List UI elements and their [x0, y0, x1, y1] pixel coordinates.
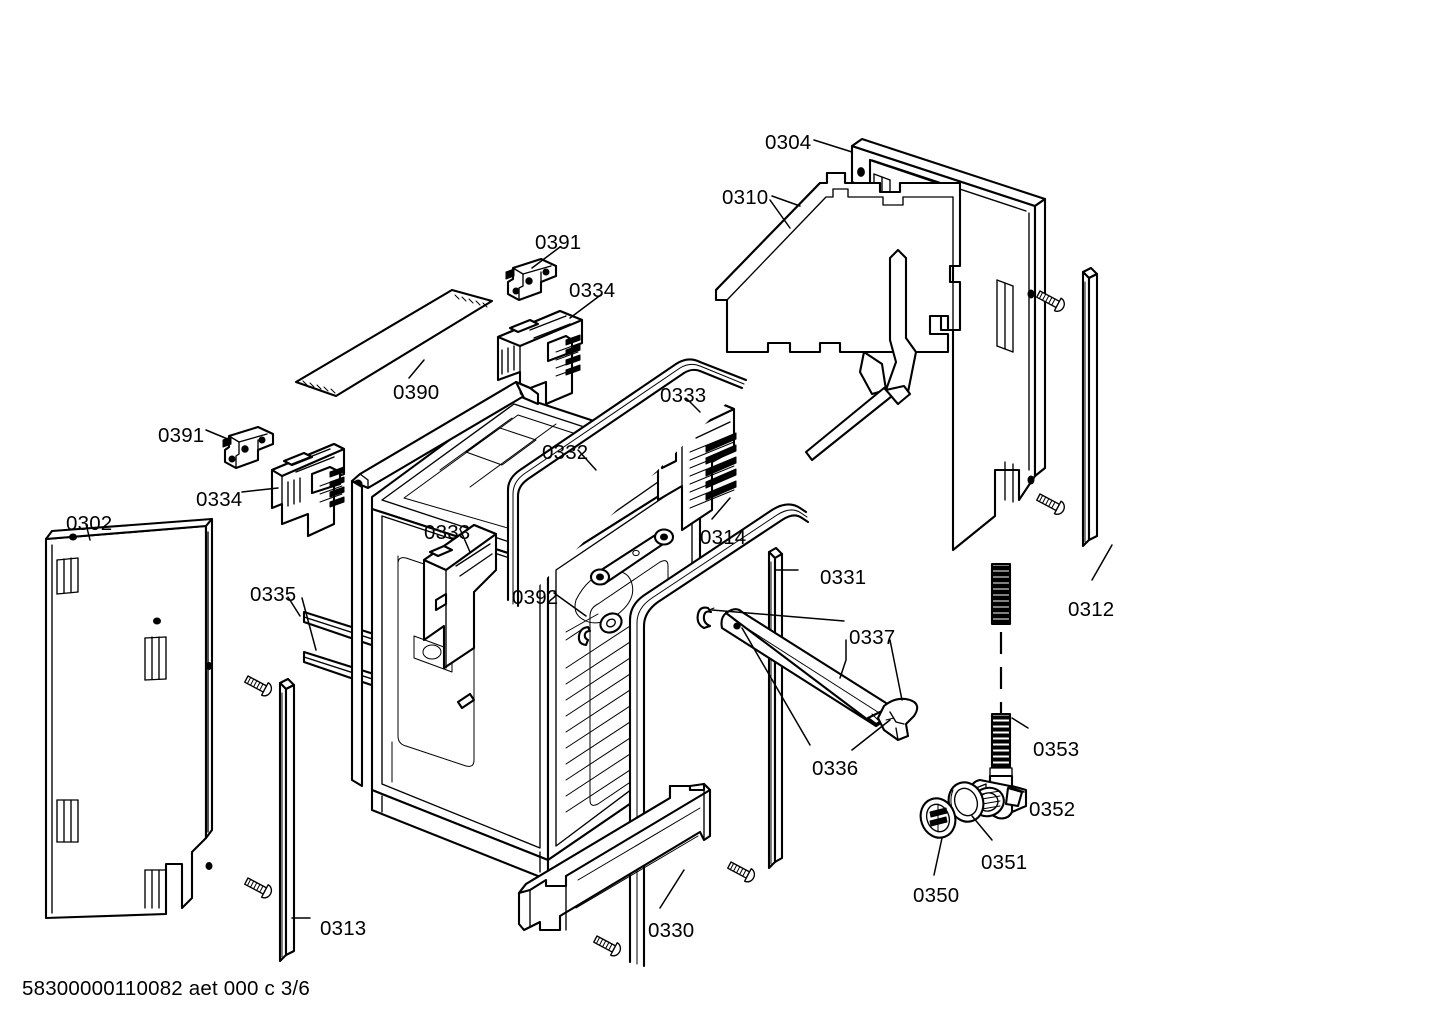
callout-0314: 0314 — [700, 526, 747, 549]
screw-icon-group-plinth — [592, 859, 757, 958]
part-0350-filter-screen — [915, 793, 961, 842]
callout-0310: 0310 — [722, 186, 769, 209]
callout-0333-left: 0333 — [424, 521, 471, 544]
part-0390-insulation-strip — [296, 290, 492, 396]
part-0334-bracket-left — [272, 444, 344, 536]
part-0312-edge-strip — [1083, 268, 1097, 546]
callout-0390: 0390 — [393, 381, 440, 404]
part-0353-hose — [990, 564, 1012, 776]
part-0331-vertical-strip — [769, 548, 782, 868]
callout-0333-right: 0333 — [660, 384, 707, 407]
callout-0313: 0313 — [320, 917, 367, 940]
callout-0391-upper: 0391 — [535, 231, 582, 254]
callout-0332: 0332 — [542, 441, 589, 464]
drawing-footer-code: 58300000110082 aet 000 c 3/6 — [22, 977, 310, 1000]
part-0314-trim-rail — [508, 359, 746, 606]
part-0336-clip — [698, 608, 714, 628]
callout-0334-left: 0334 — [196, 488, 243, 511]
callout-0334-right: 0334 — [569, 279, 616, 302]
callout-0312: 0312 — [1068, 598, 1115, 621]
screw-icon-group-right — [1035, 288, 1067, 517]
part-0391-bracket-upper — [506, 259, 556, 300]
leader-lines — [86, 140, 1112, 918]
part-0391-bracket-left — [223, 427, 273, 468]
callout-0392: 0392 — [512, 586, 559, 609]
part-0313-edge-strip — [280, 679, 294, 961]
callout-0302: 0302 — [66, 512, 113, 535]
part-0351-sealing-ring — [943, 777, 989, 826]
callout-0352: 0352 — [1029, 798, 1076, 821]
callout-0336: 0336 — [812, 757, 859, 780]
callout-0304: 0304 — [765, 131, 812, 154]
part-0336-end-cap — [878, 699, 917, 740]
screw-icon-group-left — [243, 673, 274, 900]
callout-0350: 0350 — [913, 884, 960, 907]
part-0304-rear-panel — [852, 139, 1045, 550]
callout-0337: 0337 — [849, 626, 896, 649]
callout-0391-left: 0391 — [158, 424, 205, 447]
callout-0335: 0335 — [250, 583, 297, 606]
callout-0330: 0330 — [648, 919, 695, 942]
part-0310-top-cover — [716, 173, 960, 460]
callout-0331: 0331 — [820, 566, 867, 589]
callout-0351: 0351 — [981, 851, 1028, 874]
callout-0353: 0353 — [1033, 738, 1080, 761]
part-0302-side-panel — [46, 519, 212, 918]
part-0330-base-plinth — [519, 784, 710, 930]
part-0333-duct-left — [424, 525, 496, 708]
